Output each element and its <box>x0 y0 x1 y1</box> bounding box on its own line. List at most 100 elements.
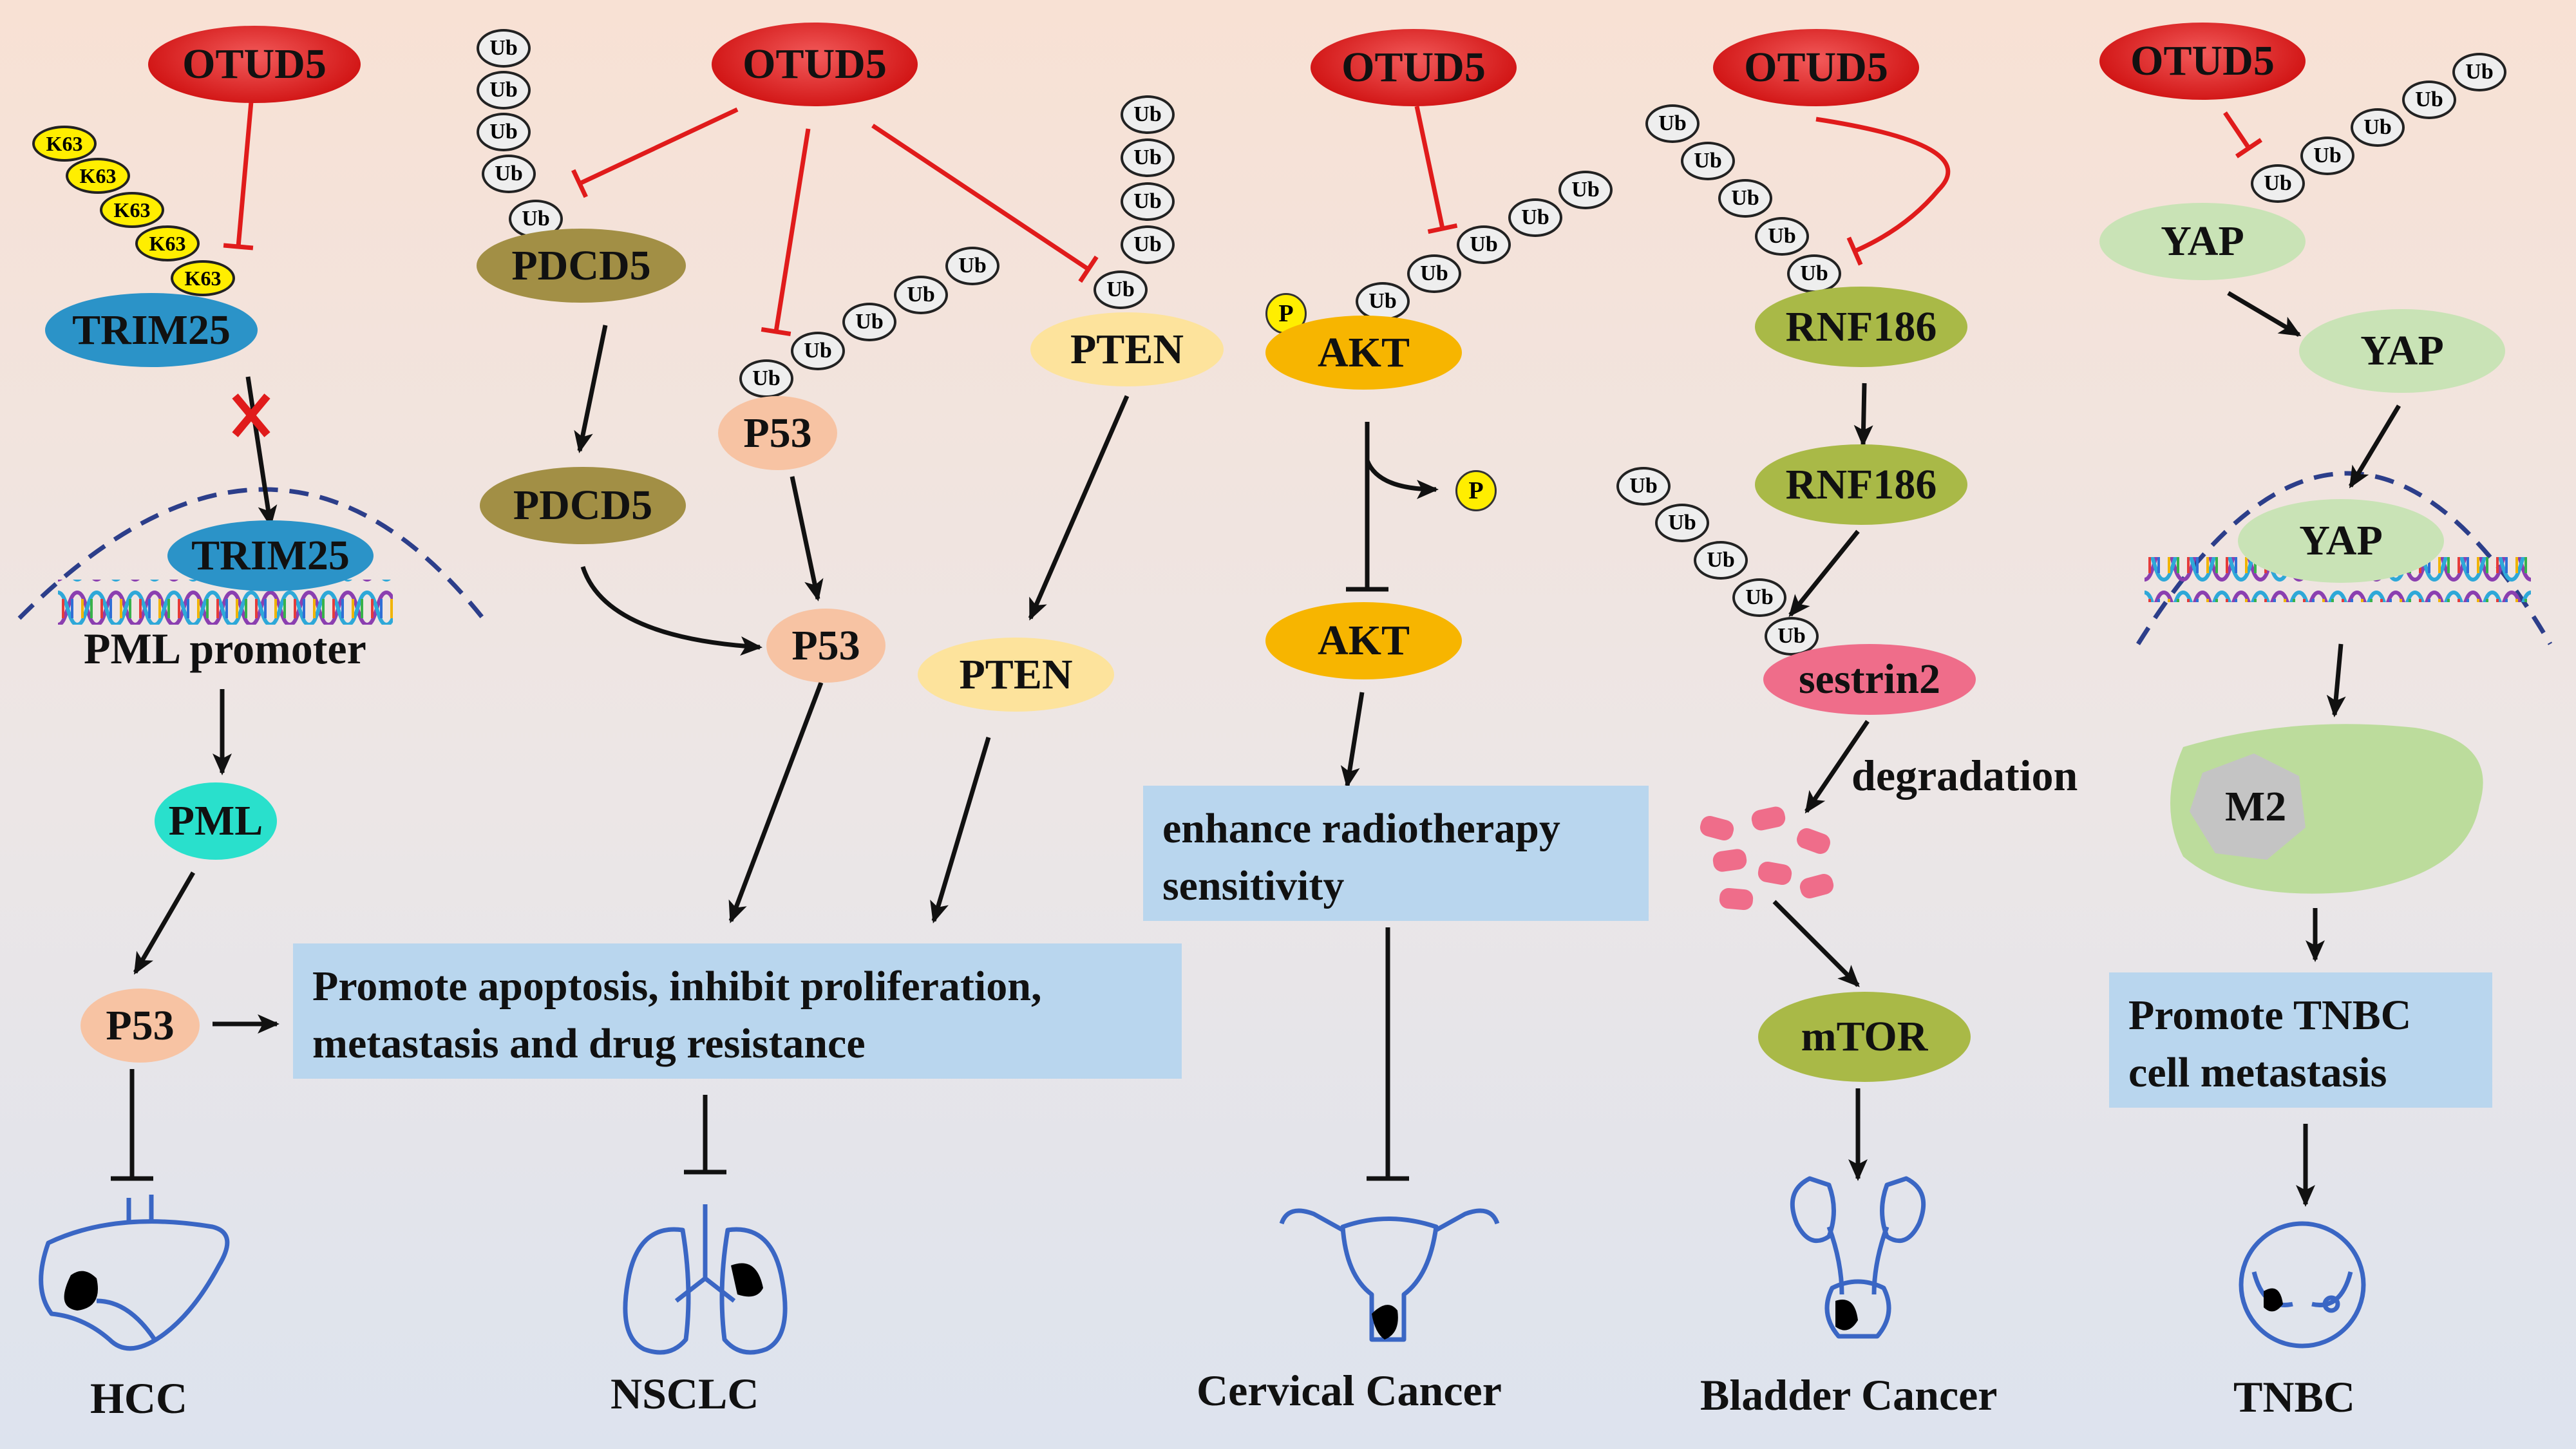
tnbc-label: TNBC <box>2233 1372 2355 1421</box>
inhibit-otud5-p53 <box>761 128 811 337</box>
arrow-p53-p53 <box>790 476 824 601</box>
inhibit-otud5-pten <box>871 124 1099 283</box>
trim25-nuclear-node: TRIM25 <box>167 520 374 591</box>
pml-promoter-label: PML promoter <box>84 624 366 673</box>
k63-chain-link: K63 <box>32 126 97 162</box>
otud5-node-bladder: OTUD5 <box>1713 29 1919 106</box>
arrow-pdcd5-pdcd5 <box>574 325 608 453</box>
uterus-icon <box>1279 1208 1500 1342</box>
pml-node: PML <box>155 782 277 860</box>
hcc-label: HCC <box>90 1374 188 1423</box>
ub-chain-link: Ub <box>477 71 531 109</box>
p53-node-ub: P53 <box>718 396 837 470</box>
arrow-degradation <box>1804 720 1870 814</box>
blocked-x-icon <box>232 393 270 437</box>
nsclc-label: NSCLC <box>611 1369 759 1418</box>
rnf186-node: RNF186 <box>1755 444 1967 525</box>
trim25-node: TRIM25 <box>45 293 258 367</box>
inhibit-otud5-trim25 <box>223 101 254 251</box>
inhibit-otud5-rnf186 <box>1815 117 1951 266</box>
ub-chain-link: Ub <box>2351 108 2405 147</box>
pten-node-ub: PTEN <box>1030 312 1224 386</box>
otud5-node-cervical: OTUD5 <box>1311 29 1517 106</box>
p53-node-hcc: P53 <box>80 989 200 1063</box>
ub-chain-link: Ub <box>477 113 531 151</box>
yap-nuclear-node: YAP <box>2238 499 2444 583</box>
sestrin2-node: sestrin2 <box>1763 644 1976 715</box>
nsclc-effect-box: Promote apoptosis, inhibit proliferation… <box>293 943 1182 1079</box>
ub-chain-link: Ub <box>1407 254 1461 293</box>
arrow-rnf186-rnf186 <box>1853 383 1873 447</box>
cervical-effect-box: enhance radiotherapy sensitivity <box>1143 786 1649 921</box>
k63-chain-link: K63 <box>66 158 130 194</box>
arrow-yap-yap <box>2227 290 2302 337</box>
rnf186-node-ub: RNF186 <box>1755 287 1967 367</box>
arrow-pten-effect <box>930 736 991 923</box>
inhibit-otud5-yap <box>2223 111 2263 158</box>
cervical-cancer-label: Cervical Cancer <box>1197 1366 1502 1415</box>
arrow-trim25-nuclear <box>245 376 278 527</box>
otud5-node-tnbc: OTUD5 <box>2099 23 2306 100</box>
m2-label: M2 <box>2225 783 2287 830</box>
sestrin2-fragments <box>1700 806 1834 911</box>
inhibit-otud5-akt <box>1414 106 1458 234</box>
ub-chain-link: Ub <box>1121 138 1175 177</box>
pdcd5-node-ub: PDCD5 <box>477 229 686 303</box>
pten-node: PTEN <box>918 638 1114 712</box>
degradation-label: degradation <box>1852 751 2078 800</box>
liver-icon <box>39 1195 230 1351</box>
ub-chain-link: Ub <box>1121 95 1175 134</box>
ub-chain-link: Ub <box>1457 225 1511 264</box>
ub-chain-link: Ub <box>2251 164 2305 203</box>
arrow-pdcd5-p53 <box>580 565 762 656</box>
m2-nucleus <box>2190 753 2306 860</box>
ub-chain-link: Ub <box>842 303 896 341</box>
akt-node-ub: AKT <box>1265 316 1462 390</box>
ub-chain-link: Ub <box>2402 80 2456 119</box>
ub-chain-link: Ub <box>945 247 999 285</box>
arrow-p53-effect-nsclc <box>728 681 824 923</box>
ub-chain-link: Ub <box>1121 225 1175 264</box>
arrow-akt-phospho <box>1365 459 1439 499</box>
tnbc-effect-box: Promote TNBC cell metastasis <box>2109 972 2492 1108</box>
breast-icon <box>2239 1221 2366 1349</box>
ub-chain-link: Ub <box>482 155 536 193</box>
ub-chain-link: Ub <box>477 29 531 68</box>
arrow-yap-macrophage <box>2326 643 2346 717</box>
ub-chain-link: Ub <box>739 359 793 398</box>
otud5-node-nsclc: OTUD5 <box>712 23 918 106</box>
arrow-pten-pten <box>1028 395 1130 621</box>
lungs-icon <box>623 1204 788 1355</box>
ub-chain-link: Ub <box>2300 137 2354 175</box>
arrow-fragments-mtor <box>1772 900 1860 987</box>
ub-chain-link: Ub <box>791 332 845 370</box>
pdcd5-node: PDCD5 <box>480 467 686 544</box>
k63-chain-link: K63 <box>135 225 200 261</box>
ub-chain-link: Ub <box>1694 541 1748 580</box>
bladder-cancer-label: Bladder Cancer <box>1700 1370 1998 1419</box>
bladder-icon <box>1790 1176 1926 1339</box>
k63-chain-link: K63 <box>171 260 235 296</box>
arrow-akt-effect <box>1340 692 1365 788</box>
ub-chain-link: Ub <box>2452 53 2506 91</box>
ub-chain-link: Ub <box>1508 198 1562 237</box>
ub-chain-link: Ub <box>1356 282 1410 321</box>
ub-chain-link: Ub <box>1094 270 1148 309</box>
otud5-node-hcc: OTUD5 <box>148 26 361 103</box>
inhibit-otud5-pdcd5 <box>571 107 739 198</box>
k63-chain-link: K63 <box>100 192 164 228</box>
akt-node: AKT <box>1265 602 1462 679</box>
yap-node-ub: YAP <box>2099 203 2306 280</box>
ub-chain-link: Ub <box>1121 182 1175 221</box>
ub-chain-link: Ub <box>1718 179 1772 218</box>
yap-node: YAP <box>2299 309 2505 393</box>
p53-node-nsclc: P53 <box>766 609 886 683</box>
mtor-node: mTOR <box>1758 992 1971 1082</box>
ub-chain-link: Ub <box>1616 467 1671 506</box>
ub-chain-link: Ub <box>1645 104 1700 143</box>
ub-chain-link: Ub <box>1681 142 1735 180</box>
ub-chain-link: Ub <box>1655 504 1709 542</box>
ub-chain-link: Ub <box>1787 254 1841 293</box>
